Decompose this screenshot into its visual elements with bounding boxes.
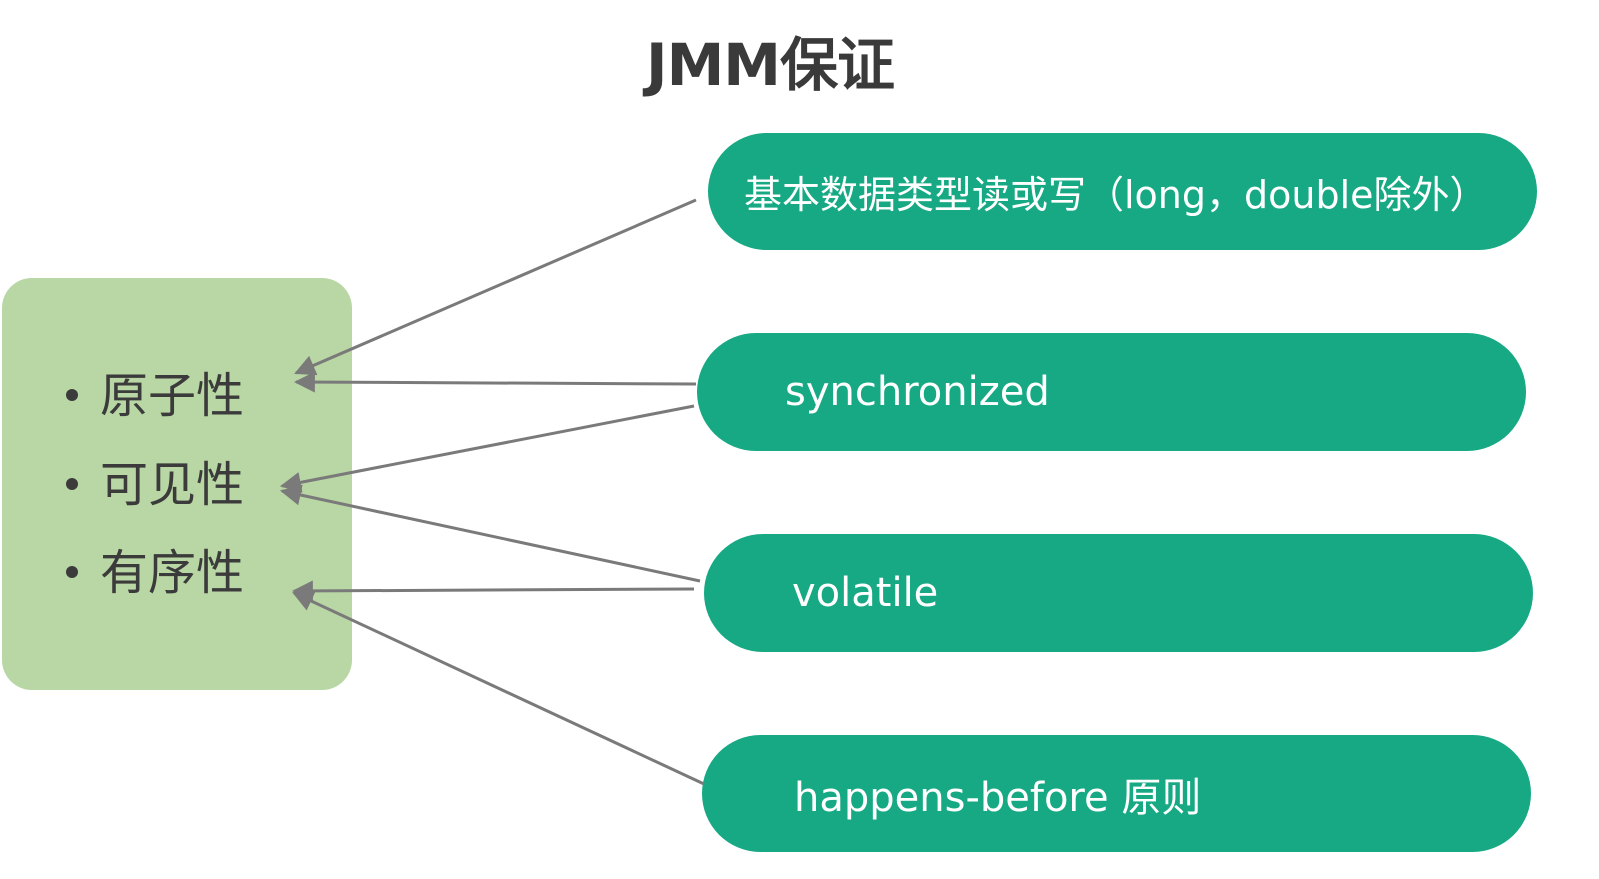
bullet-icon (66, 389, 78, 401)
mechanism-label: 基本数据类型读或写（long，double除外） (744, 173, 1488, 217)
arrow-happens-before-to-ordering (292, 591, 705, 786)
arrow-volatile-to-ordering (291, 580, 695, 602)
mechanism-happens-before: happens-before 原则 (702, 735, 1531, 852)
mechanism-volatile: volatile (704, 534, 1533, 652)
property-atomicity: 原子性 (66, 366, 244, 426)
properties-box: 原子性 可见性 有序性 (2, 278, 352, 690)
mechanism-label: volatile (792, 570, 939, 616)
diagram-title: JMM保证 (645, 31, 895, 99)
bullet-icon (66, 478, 78, 490)
property-visibility: 可见性 (66, 455, 244, 515)
arrow-primitive-to-atomicity (294, 198, 697, 376)
property-ordering: 有序性 (66, 543, 244, 603)
mechanism-label: synchronized (785, 369, 1050, 415)
property-label: 原子性 (100, 368, 245, 424)
property-label: 有序性 (100, 545, 245, 601)
arrow-synchronized-to-atomicity (293, 371, 697, 393)
mechanism-primitive-rw: 基本数据类型读或写（long，double除外） (708, 133, 1537, 250)
mechanism-synchronized: synchronized (697, 333, 1526, 451)
property-label: 可见性 (100, 457, 245, 513)
bullet-icon (66, 566, 78, 578)
mechanism-label: happens-before 原则 (794, 774, 1202, 821)
